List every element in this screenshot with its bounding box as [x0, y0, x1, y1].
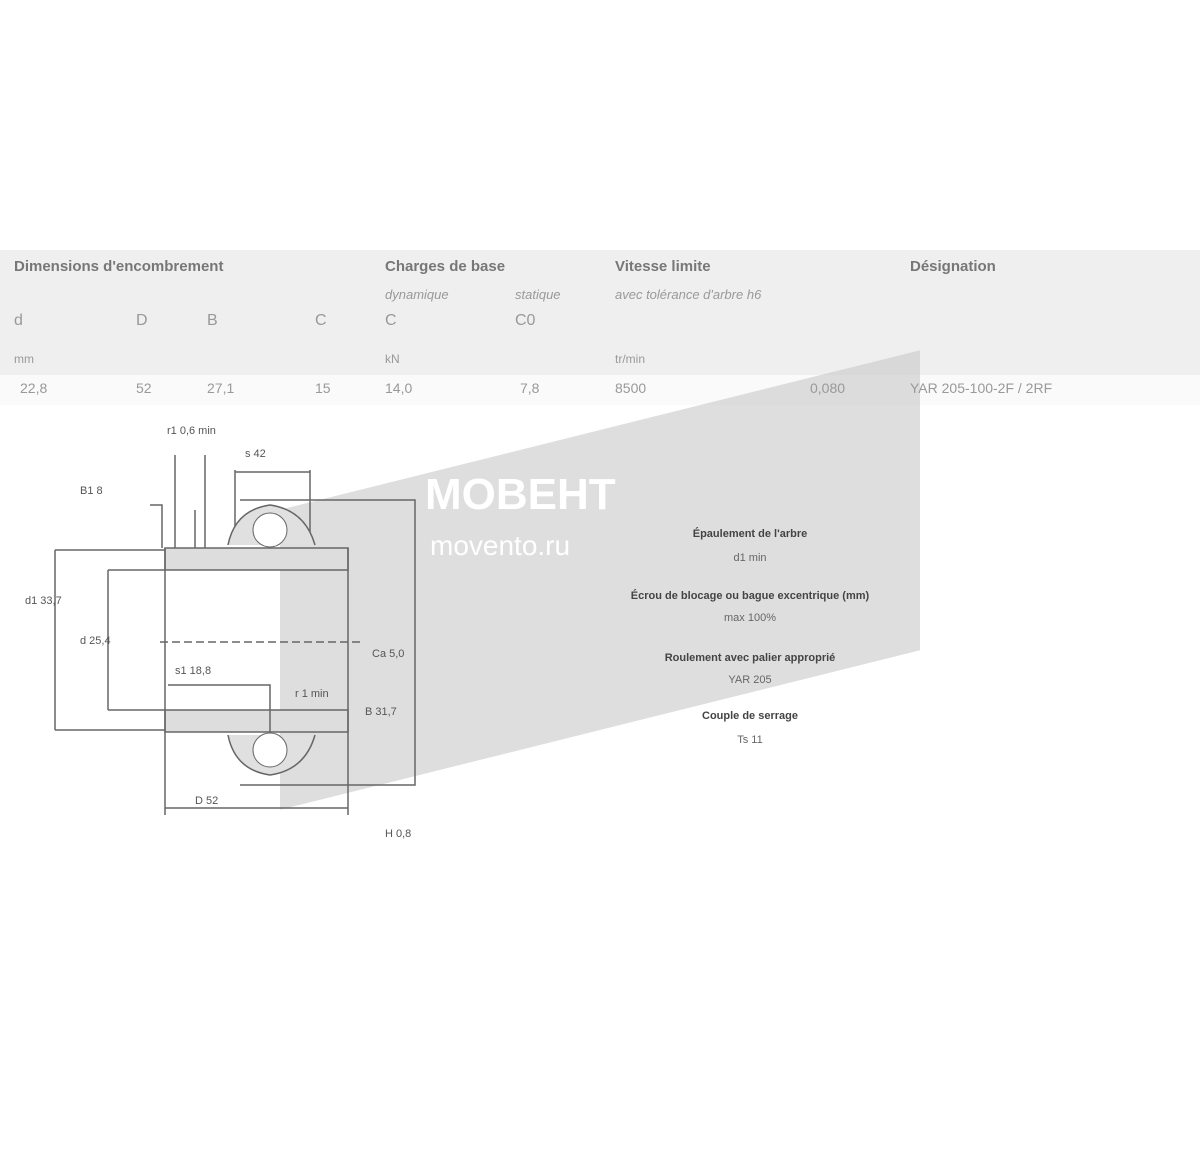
watermark-site: movento.ru: [430, 530, 571, 561]
sub-header-shaft: avec tolérance d'arbre h6: [615, 287, 762, 302]
note-value-2: YAR 205: [728, 674, 772, 686]
label-s: s 42: [245, 448, 266, 460]
label-B1: B1 8: [80, 485, 103, 497]
sub-header-dynamic: dynamique: [385, 287, 449, 302]
table-header-band: [0, 250, 1200, 375]
note-title-2: Roulement avec palier approprié: [664, 652, 836, 664]
label-d: d 25,4: [80, 635, 111, 647]
col-D: D: [136, 312, 148, 329]
note-title-3: Couple de serrage: [702, 710, 798, 722]
label-H: H 0,8: [385, 828, 412, 840]
group-header-speed: Vitesse limite: [615, 258, 711, 275]
cell-D: 52: [136, 380, 152, 396]
note-value-3: Ts 11: [737, 734, 763, 746]
cell-C-dyn: 14,0: [385, 380, 413, 396]
label-Ca: Ca 5,0: [372, 648, 405, 660]
watermark-brand: MOBEHT: [425, 470, 616, 519]
cell-C: 15: [315, 380, 331, 396]
label-r1: r1 0,6 min: [167, 425, 216, 437]
group-header-dimensions: Dimensions d'encombrement: [14, 258, 224, 275]
col-C: C: [315, 312, 327, 329]
label-r: r 1 min: [295, 688, 329, 700]
cell-designation: YAR 205-100-2F / 2RF: [910, 380, 1053, 396]
unit-kN: kN: [385, 352, 400, 366]
col-C0: C0: [515, 312, 536, 329]
cell-mass: 0,080: [810, 380, 846, 396]
table-row: [0, 375, 1200, 405]
col-C-dyn: C: [385, 312, 397, 329]
bearing-drawing: [54, 455, 416, 815]
group-header-designation: Désignation: [910, 258, 996, 275]
label-D: D 52: [195, 795, 219, 807]
note-title-1: Écrou de blocage ou bague excentrique (m…: [630, 590, 870, 602]
cell-B: 27,1: [207, 380, 235, 396]
col-B: B: [207, 312, 218, 329]
group-header-loads: Charges de base: [385, 258, 506, 275]
note-value-0: d1 min: [733, 552, 767, 564]
label-B: B 31,7: [365, 706, 397, 718]
note-value-1: max 100%: [724, 612, 776, 624]
col-d: d: [14, 312, 23, 329]
cell-speed: 8500: [615, 380, 647, 396]
unit-mm: mm: [14, 352, 34, 366]
cell-d: 22,8: [20, 380, 48, 396]
cell-C0: 7,8: [520, 380, 540, 396]
unit-rpm: tr/min: [615, 352, 645, 366]
label-d1: d1 33,7: [25, 595, 62, 607]
label-s1: s1 18,8: [175, 665, 212, 677]
note-title-0: Épaulement de l'arbre: [692, 528, 808, 540]
sub-header-static: statique: [515, 287, 561, 302]
